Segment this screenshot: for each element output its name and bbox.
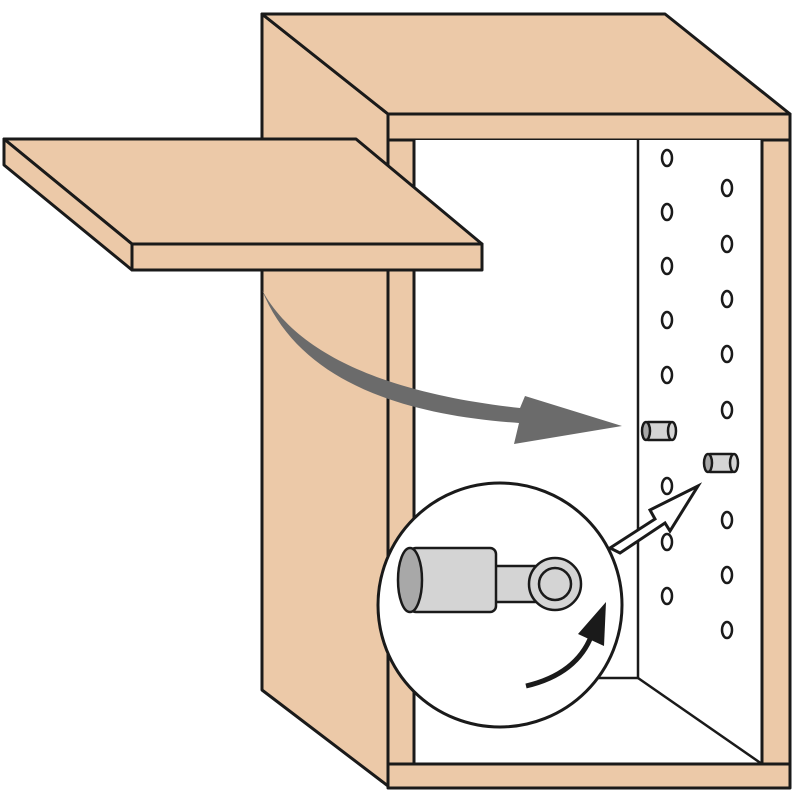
pin-hole-left-1 xyxy=(660,148,674,168)
shelf-board-left-edge xyxy=(2,137,134,272)
shelf-pin-left xyxy=(640,420,678,442)
pin-hole-left-5 xyxy=(660,365,674,385)
pin-hole-right-7 xyxy=(720,565,734,585)
pin-hole-right-3 xyxy=(720,289,734,309)
shelf-pin-holes xyxy=(660,148,734,640)
pin-hole-right-1 xyxy=(720,178,734,198)
shelf-board-front-edge xyxy=(130,242,484,272)
cabinet-left-side-panel xyxy=(260,12,390,788)
cabinet-bottom-front-edge xyxy=(386,762,792,790)
pin-hole-left-7 xyxy=(660,532,674,552)
pin-hole-left-3 xyxy=(660,256,674,276)
outline-arrow-icon xyxy=(606,482,703,555)
pin-hole-left-4 xyxy=(660,310,674,330)
detail-magnifier xyxy=(376,481,703,729)
installed-shelf-pins xyxy=(640,420,740,474)
pin-hole-right-6 xyxy=(720,510,734,530)
pin-hole-right-8 xyxy=(720,620,734,640)
pin-hole-left-6 xyxy=(660,476,674,496)
shelf-pin-detail xyxy=(396,546,583,614)
interior-floor-diagonal xyxy=(637,676,763,766)
detail-circle xyxy=(376,481,624,729)
shelf-pin-right xyxy=(702,452,740,474)
pin-hole-right-2 xyxy=(720,234,734,254)
shelf-board xyxy=(2,137,484,272)
pin-hole-left-8 xyxy=(660,586,674,606)
pin-hole-left-2 xyxy=(660,202,674,222)
curved-arrow-icon xyxy=(262,290,622,444)
pin-hole-right-5 xyxy=(720,400,734,420)
cabinet-right-front-edge xyxy=(760,138,792,788)
rotate-arrow-icon xyxy=(525,602,606,689)
pin-hole-right-4 xyxy=(720,344,734,364)
cabinet-top-front-edge xyxy=(386,112,792,142)
